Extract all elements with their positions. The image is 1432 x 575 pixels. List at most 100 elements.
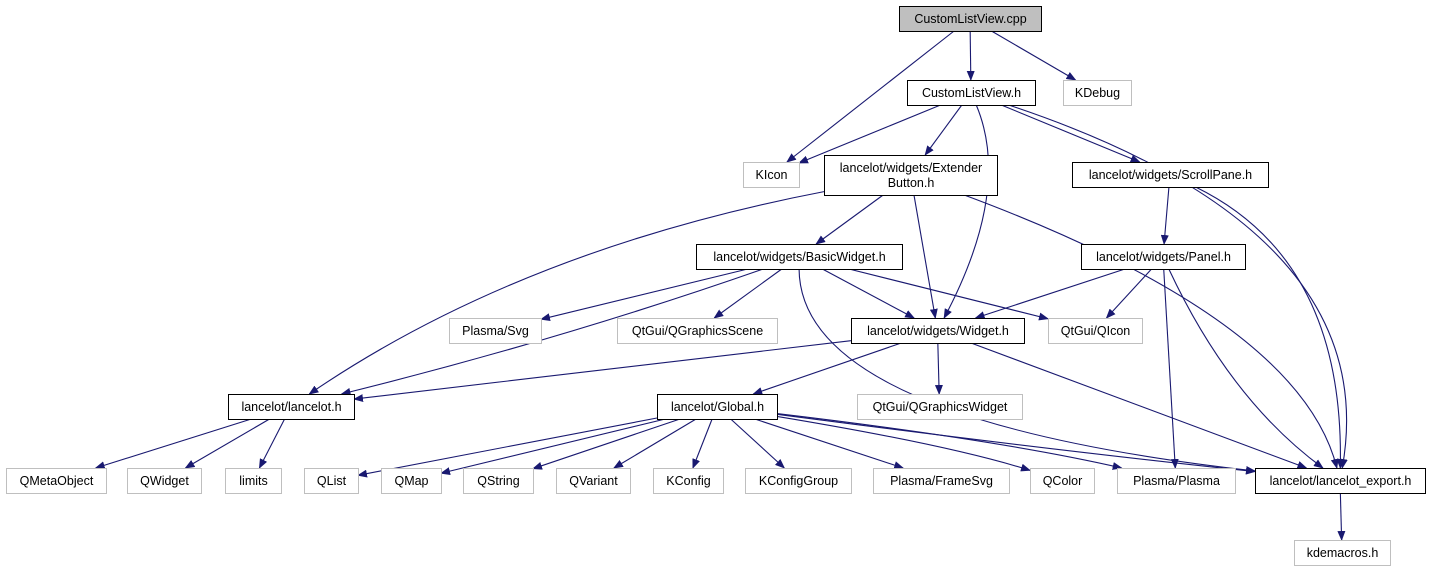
- node-label: QtGui/QGraphicsScene: [632, 324, 763, 338]
- node-qmap: QMap: [381, 468, 442, 494]
- node-label: QVariant: [569, 474, 618, 488]
- edge-extender-to-export: [964, 194, 1339, 469]
- edge-panel-to-export: [1168, 268, 1324, 469]
- node-qlist: QList: [304, 468, 359, 494]
- node-label: lancelot/Global.h: [671, 400, 764, 414]
- node-label: KDebug: [1075, 86, 1120, 100]
- edge-scrollpane-to-export: [1195, 186, 1345, 469]
- edge-clv_h-to-extender: [924, 104, 963, 156]
- node-label: Plasma/Plasma: [1133, 474, 1220, 488]
- node-qcolor: QColor: [1030, 468, 1095, 494]
- edge-global-to-qmap: [440, 418, 666, 476]
- node-box: [1048, 318, 1143, 344]
- node-label: lancelot/widgets/Widget.h: [867, 324, 1009, 338]
- node-box: [1072, 162, 1269, 188]
- edge-basicwidget-to-qgscene: [713, 268, 783, 319]
- node-box: [6, 468, 107, 494]
- node-qgscene: QtGui/QGraphicsScene: [617, 318, 778, 344]
- edge-panel-to-widget: [974, 268, 1126, 319]
- edge-lancelot-to-qwidget: [184, 418, 270, 469]
- node-label: QtGui/QIcon: [1061, 324, 1131, 338]
- node-framesvg: Plasma/FrameSvg: [873, 468, 1010, 494]
- node-widget[interactable]: lancelot/widgets/Widget.h: [851, 318, 1025, 344]
- node-panel[interactable]: lancelot/widgets/Panel.h: [1081, 244, 1246, 270]
- edge-global-to-export: [776, 413, 1256, 475]
- node-box: [463, 468, 534, 494]
- edge-extender-to-widget: [913, 194, 938, 319]
- edge-widget-to-global: [752, 342, 902, 395]
- node-label: QColor: [1043, 474, 1083, 488]
- node-qvariant: QVariant: [556, 468, 631, 494]
- node-label: QString: [477, 474, 519, 488]
- node-box: [653, 468, 724, 494]
- node-box: [907, 80, 1036, 106]
- edge-panel-to-plasmaplasma: [1163, 268, 1179, 469]
- edge-clv_h-to-scrollpane: [1001, 104, 1141, 163]
- node-box: [556, 468, 631, 494]
- node-scrollpane[interactable]: lancelot/widgets/ScrollPane.h: [1072, 162, 1269, 188]
- edge-clv_h-to-export: [1008, 104, 1348, 469]
- node-kconfiggroup: KConfigGroup: [745, 468, 852, 494]
- node-label: kdemacros.h: [1307, 546, 1379, 560]
- edge-panel-to-qicon: [1105, 268, 1152, 319]
- node-basicwidget[interactable]: lancelot/widgets/BasicWidget.h: [696, 244, 903, 270]
- edge-global-to-qcolor: [776, 415, 1031, 472]
- node-box: [696, 244, 903, 270]
- edge-global-to-plasmaplasma: [776, 413, 1123, 470]
- node-label: limits: [239, 474, 267, 488]
- node-label: KIcon: [756, 168, 788, 182]
- edge-widget-to-export: [970, 342, 1308, 469]
- node-label: QtGui/QGraphicsWidget: [873, 400, 1008, 414]
- node-box: [851, 318, 1025, 344]
- node-box: [228, 394, 355, 420]
- node-label: KConfigGroup: [759, 474, 838, 488]
- node-global[interactable]: lancelot/Global.h: [657, 394, 778, 420]
- edge-lancelot-to-limits: [258, 418, 286, 469]
- node-label: QMetaObject: [20, 474, 94, 488]
- node-qicon: QtGui/QIcon: [1048, 318, 1143, 344]
- edge-basicwidget-to-plasmasvg: [540, 268, 748, 322]
- node-box: [899, 6, 1042, 32]
- node-label: Plasma/Svg: [462, 324, 529, 338]
- edge-global-to-kconfiggroup: [730, 418, 786, 469]
- node-kicon: KIcon: [743, 162, 800, 188]
- node-label: QWidget: [140, 474, 189, 488]
- node-label: lancelot/widgets/Extender: [840, 161, 982, 175]
- edge-global-to-qvariant: [613, 418, 697, 469]
- node-box: [1255, 468, 1426, 494]
- node-export[interactable]: lancelot/lancelot_export.h: [1255, 468, 1426, 494]
- node-label: QList: [317, 474, 347, 488]
- edge-basicwidget-to-lancelot: [340, 268, 764, 396]
- node-label: CustomListView.cpp: [914, 12, 1026, 26]
- edge-global-to-kconfig: [692, 418, 713, 469]
- node-box: [127, 468, 202, 494]
- node-root[interactable]: CustomListView.cpp: [899, 6, 1042, 32]
- node-label: QMap: [394, 474, 428, 488]
- node-box: [225, 468, 282, 494]
- edge-root-to-clv_h: [966, 30, 975, 81]
- node-qstring: QString: [463, 468, 534, 494]
- edge-global-to-qstring: [532, 418, 681, 470]
- edge-basicwidget-to-qicon: [848, 268, 1049, 321]
- node-lancelot[interactable]: lancelot/lancelot.h: [228, 394, 355, 420]
- node-clv_h[interactable]: CustomListView.h: [907, 80, 1036, 106]
- node-label: lancelot/lancelot.h: [241, 400, 341, 414]
- edge-root-to-kicon: [786, 30, 955, 163]
- edge-root-to-kdebug: [991, 30, 1077, 81]
- edge-clv_h-to-widget: [943, 104, 990, 319]
- node-kdemacros: kdemacros.h: [1294, 540, 1391, 566]
- node-box: [657, 394, 778, 420]
- node-limits: limits: [225, 468, 282, 494]
- node-label: Plasma/FrameSvg: [890, 474, 993, 488]
- node-qwidget: QWidget: [127, 468, 202, 494]
- edge-basicwidget-to-widget: [822, 268, 915, 319]
- edge-extender-to-basicwidget: [815, 194, 884, 245]
- node-box: [1294, 540, 1391, 566]
- node-box: [381, 468, 442, 494]
- edge-global-to-framesvg: [754, 418, 905, 469]
- edge-widget-to-lancelot: [353, 340, 852, 403]
- node-kdebug: KDebug: [1063, 80, 1132, 106]
- node-label: lancelot/widgets/ScrollPane.h: [1089, 168, 1252, 182]
